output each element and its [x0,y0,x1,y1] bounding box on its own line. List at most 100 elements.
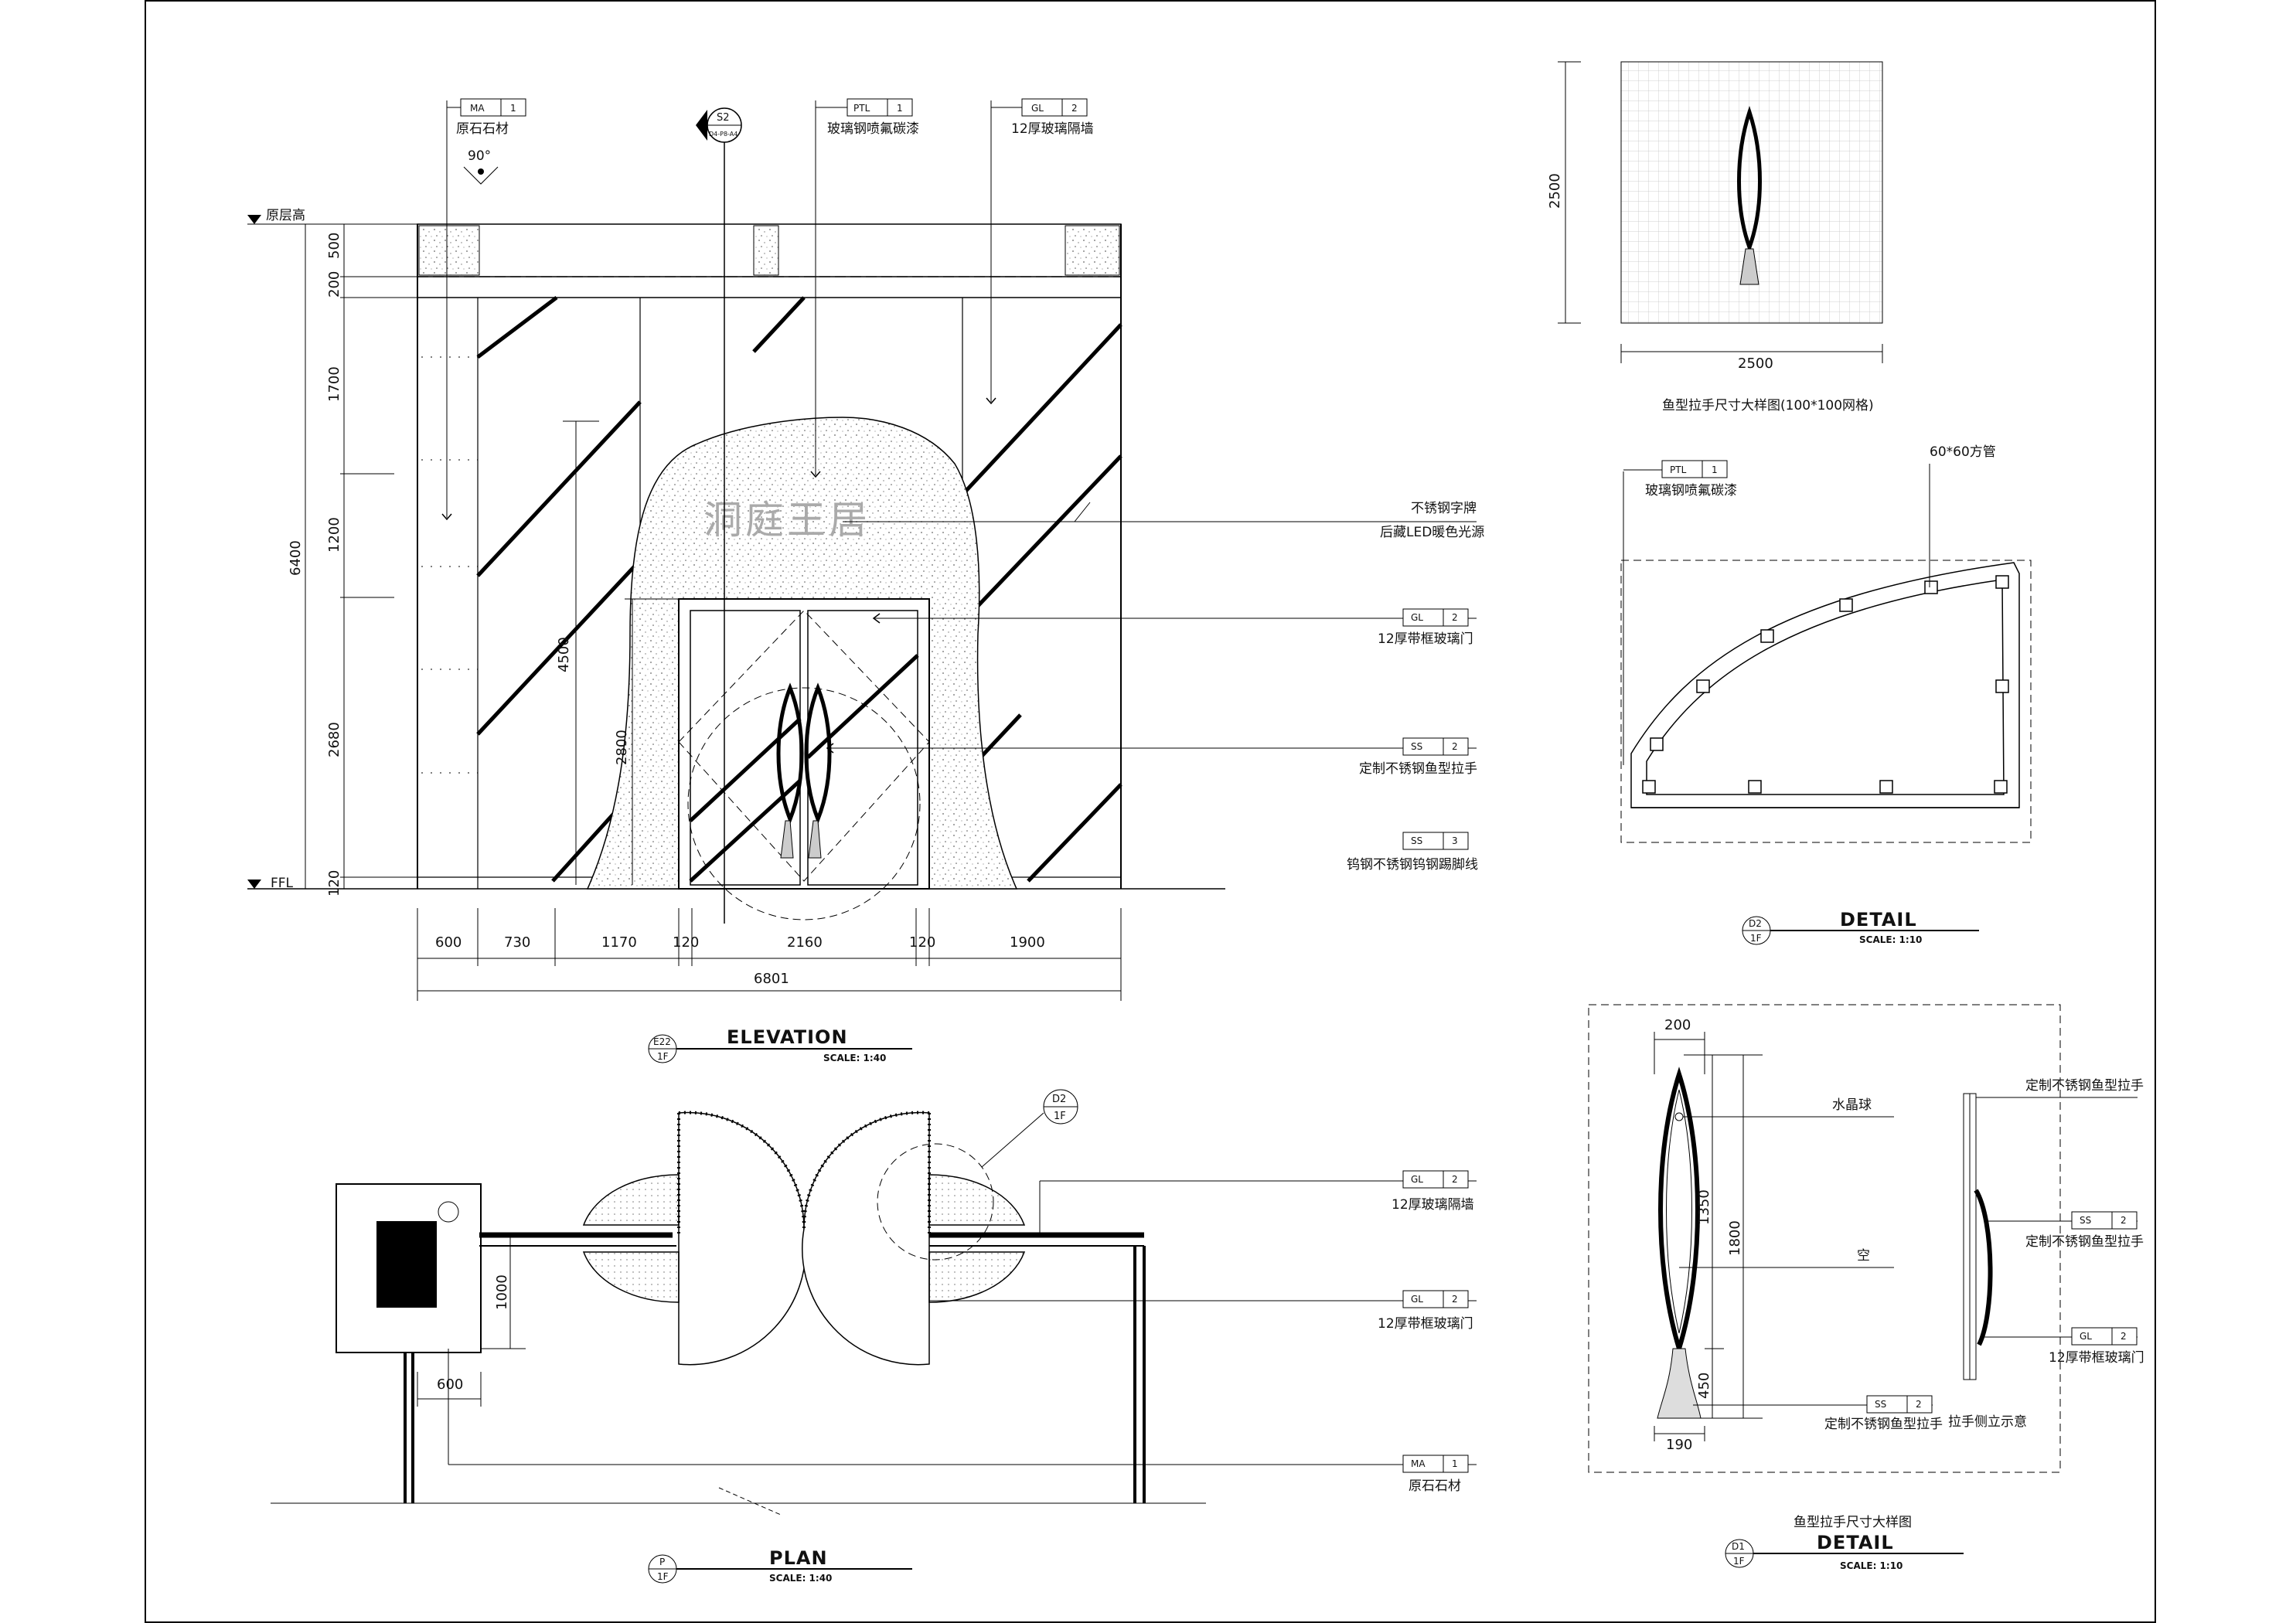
elevation-title: ELEVATION [727,1026,848,1048]
callout-gl-code: GL [1031,103,1044,114]
plan-dim-600: 600 [437,1376,463,1393]
sheet-border [145,0,2156,1623]
hdim-730: 730 [504,934,530,951]
plan-note-wall-num: 2 [1452,1174,1458,1185]
door-leaf-left [678,1111,806,1366]
d1-hollow-label: 空 [1857,1248,1870,1264]
elevation-view: 原层高 FFL 洞庭王居 [247,98,1484,1063]
d1-title: DETAIL [1817,1532,1894,1553]
vdim-500: 500 [326,233,342,259]
plan-detail-ref-floor: 1F [1054,1111,1066,1122]
plan-view: D2 1F 1000 600 GL 2 12厚玻璃隔墙 [271,1089,1477,1584]
callout-ptl-num: 1 [897,103,903,114]
hdim-total: 6801 [754,971,789,987]
hdim-120a: 120 [673,934,699,951]
plan-scale: SCALE: 1:40 [769,1573,832,1584]
detail-d1: 200 1350 1800 450 190 水晶球 空 SS 2 定制不锈钢鱼型… [1588,1004,2144,1571]
detail-d2: PTL 1 玻璃钢喷氟碳漆 60*60方管 D2 1F DETAIL SCALE… [1620,444,2032,945]
section-mark: S2 D4-P8-A4 [696,107,742,924]
note-sign-line2: 后藏LED暖色光源 [1380,525,1484,540]
plan-note-door-num: 2 [1452,1294,1458,1305]
grid-caption: 鱼型拉手尺寸大样图(100*100网格) [1662,398,1874,413]
plan-note-wall-code: GL [1411,1174,1423,1185]
dim-2800: 2800 [614,730,630,765]
grid-dim-v: 2500 [1547,173,1563,209]
plan-note-stone-num: 1 [1452,1458,1458,1469]
plan-floor: 1F [657,1571,669,1582]
d2-code: D2 [1749,918,1762,929]
plan-note-stone-code: MA [1411,1458,1426,1469]
d1-side-ss-text: 定制不锈钢鱼型拉手 [2025,1234,2144,1250]
d1-note-handle-text: 定制不锈钢鱼型拉手 [1824,1417,1943,1432]
fish-handle-left [776,682,804,825]
callout-ma-num: 1 [510,103,516,114]
fish-handle-grid [1737,105,1762,253]
plan-code: P [659,1557,665,1567]
hdim-1900: 1900 [1010,934,1045,951]
plan-note-stone-text: 原石石材 [1409,1478,1461,1494]
callout-ma-text: 原石石材 [456,121,509,137]
callout-ptl-code: PTL [853,103,870,114]
note-skirting-text: 钨钢不锈钢钨钢踢脚线 [1347,857,1478,873]
elevation-title-block: E22 1F ELEVATION SCALE: 1:40 [648,1026,912,1063]
d1-ball-label: 水晶球 [1832,1097,1872,1113]
d1-side-label: 拉手侧立示意 [1948,1414,2027,1430]
callout-ptl-text: 玻璃钢喷氟碳漆 [827,121,919,137]
hdim-1170: 1170 [601,934,637,951]
note-door-code: GL [1411,612,1423,623]
note-handle-num: 2 [1452,741,1458,752]
d1-dim-top: 200 [1664,1017,1691,1033]
section-code: S2 [717,112,730,124]
door-leaf-right [802,1111,930,1366]
level-ffl-label: FFL [271,876,294,891]
note-door-num: 2 [1452,612,1458,623]
d1-side-gl-code: GL [2080,1331,2092,1342]
vdim-total: 6400 [288,540,304,576]
plan-dim-1000: 1000 [494,1274,510,1310]
hdim-2160: 2160 [787,934,823,951]
dim-4500: 4500 [556,637,572,672]
d2-callout-text: 玻璃钢喷氟碳漆 [1645,483,1737,498]
note-handle-text: 定制不锈钢鱼型拉手 [1359,761,1477,777]
d1-side-ss-num: 2 [2121,1215,2127,1226]
vdim-2680: 2680 [326,722,342,757]
d1-side-gl-text: 12厚带框玻璃门 [2049,1350,2144,1366]
sign-text: 洞庭王居 [703,498,870,543]
note-handle-code: SS [1411,741,1422,752]
d1-side-note-text: 定制不锈钢鱼型拉手 [2025,1078,2144,1094]
elevation-floor: 1F [657,1051,669,1062]
callout-gl-text: 12厚玻璃隔墙 [1011,121,1094,137]
grid-detail: 2500 2500 鱼型拉手尺寸大样图(100*100网格) [1547,61,1883,413]
glass-door [678,598,930,890]
d2-scale: SCALE: 1:10 [1859,934,1922,945]
d1-side-gl-num: 2 [2121,1331,2127,1342]
angle-label: 90° [468,148,491,164]
d1-dim-tall: 1350 [1696,1189,1712,1225]
elevation-code: E22 [653,1036,671,1047]
plan-note-door-code: GL [1411,1294,1423,1305]
d1-scale: SCALE: 1:10 [1840,1560,1903,1571]
d1-dim-total: 1800 [1727,1220,1743,1256]
callout-gl-num: 2 [1071,103,1078,114]
vdim-120: 120 [326,870,342,897]
vdim-1200: 1200 [326,517,342,553]
plan-note-door-text: 12厚带框玻璃门 [1378,1316,1473,1332]
note-skirting-num: 3 [1452,835,1458,846]
callout-ma-code: MA [470,103,485,114]
d2-callout-code: PTL [1670,464,1687,475]
vdim-1700: 1700 [326,366,342,402]
section-ref: D4-P8-A4 [709,131,738,138]
note-skirting-code: SS [1411,835,1422,846]
hdim-120b: 120 [909,934,935,951]
plan-title: PLAN [769,1547,828,1569]
fish-handle-right [804,682,832,825]
plan-detail-ref-code: D2 [1052,1094,1066,1105]
note-sign-line1: 不锈钢字牌 [1411,501,1477,516]
d1-dim-bottom: 190 [1666,1437,1692,1453]
d1-note-handle-num: 2 [1916,1399,1922,1410]
d2-callout-num: 1 [1712,464,1718,475]
hdim-600: 600 [435,934,462,951]
d1-caption: 鱼型拉手尺寸大样图 [1794,1515,1912,1530]
d1-note-handle-code: SS [1875,1399,1886,1410]
